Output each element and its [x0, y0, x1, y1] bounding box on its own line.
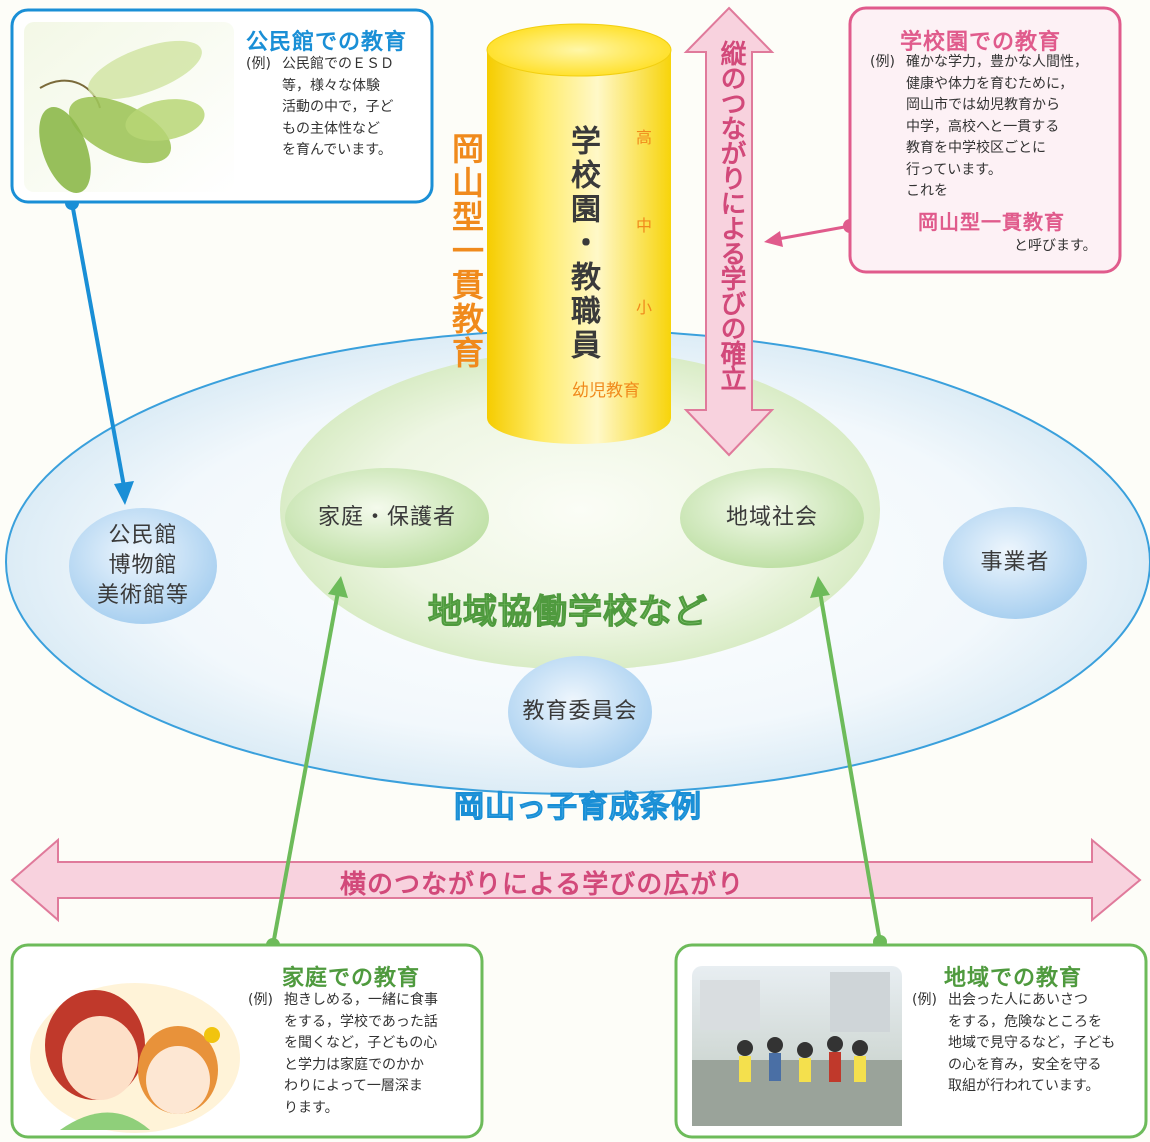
- chiiki-box-title: 地域での教育: [944, 966, 1083, 991]
- kominkan-box-title: 公民館での教育: [246, 30, 408, 55]
- school-cylinder: [486, 23, 672, 444]
- node-jigyosha: 事業者: [980, 550, 1050, 575]
- gakkoen-box-title: 学校園での教育: [900, 30, 1062, 55]
- example-label: (例): [246, 56, 271, 72]
- horizontal-arrow-label: 横のつながりによる学びの広がり: [340, 870, 745, 900]
- okayama-integrated-education-label: 岡山型一貫教育: [447, 132, 485, 370]
- node-katei-bg: [285, 468, 489, 568]
- katei-box-title: 家庭での教育: [282, 966, 421, 991]
- node-iinkai: 教育委員会: [522, 699, 638, 724]
- level-high: 高: [636, 128, 653, 147]
- community-patrol-photo: [692, 966, 902, 1126]
- kominkan-box-example: (例) 公民館でのＥＳＤ 等，様々な体験 活動の中で，子ど もの主体性など を育…: [246, 54, 426, 162]
- node-iinkai-bg: [508, 656, 652, 768]
- cylinder-bottom-label: 幼児教育: [572, 381, 640, 401]
- example-label: (例): [912, 992, 937, 1008]
- chiiki-box-text: 出会った人にあいさつ をする，危険なところを 地域で見守るなど，子ども の心を育…: [948, 992, 1116, 1094]
- example-label: (例): [248, 992, 273, 1008]
- leaves-photo: [24, 22, 234, 193]
- level-middle: 中: [636, 216, 653, 235]
- gakkoen-box-frame: [848, 6, 1122, 274]
- node-chiiki-bg: [680, 468, 864, 568]
- gakkoen-box-text: 確かな学力，豊かな人間性， 健康や体力を育むために， 岡山市では幼児教育から 中…: [906, 54, 1088, 199]
- cylinder-main-label: 学校園・教職員: [565, 125, 600, 363]
- gakkoen-box-highlight: 岡山型一貫教育: [918, 210, 1065, 234]
- katei-box-text: 抱きしめる，一緒に食事 をする，学校であった話 を聞くなど，子どもの心 と学力は…: [284, 992, 438, 1116]
- node-jigyosha-bg: [943, 507, 1087, 619]
- mother-child-illustration: [30, 983, 240, 1133]
- katei-box-example: (例) 抱きしめる，一緒に食事 をする，学校であった話 を聞くなど，子どもの心 …: [248, 990, 476, 1119]
- example-label: (例): [870, 54, 895, 70]
- vertical-double-arrow: [683, 6, 775, 457]
- node-kominkan-bg: [69, 508, 217, 624]
- node-katei: 家庭・保護者: [317, 505, 456, 530]
- node-chiiki: 地域社会: [725, 505, 818, 530]
- gakkoen-box-after: と呼びます。: [1014, 238, 1097, 254]
- inner-ellipse-label: 地域協働学校など: [428, 592, 708, 633]
- node-kominkan: 公民館 博物館 美術館等: [96, 523, 189, 608]
- gakkoen-box-example: (例) 確かな学力，豊かな人間性， 健康や体力を育むために， 岡山市では幼児教育…: [870, 52, 1115, 203]
- outer-ellipse-label: 岡山っ子育成条例: [454, 790, 702, 826]
- horizontal-double-arrow: [10, 837, 1142, 923]
- level-elementary: 小: [636, 298, 653, 317]
- chiiki-box-example: (例) 出会った人にあいさつ をする，危険なところを 地域で見守るなど，子ども …: [912, 990, 1142, 1098]
- connector-gakkoen: [764, 219, 857, 247]
- kominkan-box-text: 公民館でのＥＳＤ 等，様々な体験 活動の中で，子ど もの主体性など を育んでいま…: [282, 56, 394, 158]
- vertical-arrow-label: 縦のつながりによる学びの確立: [716, 40, 746, 390]
